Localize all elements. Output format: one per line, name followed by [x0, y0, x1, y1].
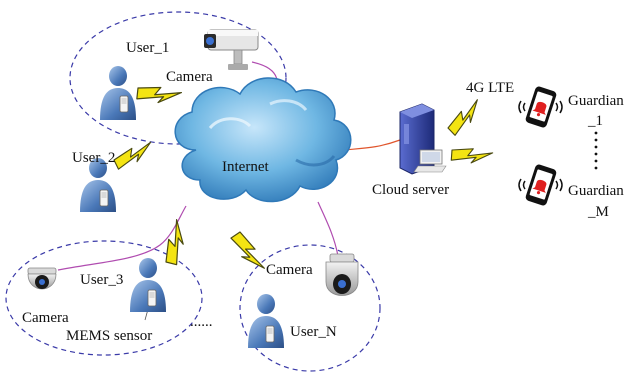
- lightning-icon-guardian1: [442, 99, 488, 138]
- user-n-label: User_N: [290, 324, 337, 340]
- server-icon: [399, 103, 447, 175]
- wire-cameran-internet: [317, 201, 339, 257]
- person-icon-user-2: [80, 158, 116, 212]
- group-user-1: [69, 11, 287, 145]
- guardian-m-label: Guardian: [568, 183, 624, 199]
- user-1-label: User_1: [126, 40, 169, 56]
- user-2-label: User_2: [72, 150, 115, 166]
- guardian-m-sub-label: _M: [587, 204, 609, 220]
- ellipsis-label: ......: [190, 314, 213, 330]
- smartphone-alert-icon-guardian-m: [518, 162, 563, 208]
- smartphone-alert-icon-guardian-1: [518, 84, 563, 130]
- wire-internet-server: [343, 139, 401, 151]
- cloud-server-label: Cloud server: [372, 182, 449, 198]
- internet-label: Internet: [222, 159, 269, 175]
- camera-3-label: Camera: [22, 310, 69, 326]
- guardian-1-label: Guardian: [568, 93, 624, 109]
- cloud-icon: [174, 77, 352, 203]
- wire-camera3-internet: [57, 205, 187, 271]
- ptz-camera-icon: [325, 253, 359, 296]
- camera-n-label: Camera: [266, 262, 313, 278]
- person-icon-user-1: [100, 66, 136, 120]
- lightning-icon-usern: [229, 227, 265, 276]
- group-user-3: [5, 240, 203, 356]
- lightning-icon-user2: [111, 141, 155, 171]
- guardian-1-sub-label: _1: [587, 113, 603, 129]
- vertical-ellipsis: [594, 131, 598, 170]
- handset-icon-user-1: [119, 95, 129, 113]
- lte-label: 4G LTE: [466, 80, 514, 96]
- lightning-icon-guardianm: [448, 138, 494, 174]
- group-user-n: [239, 244, 381, 372]
- handset-icon-user-3: [147, 289, 157, 307]
- handset-icon-user-n: [265, 325, 275, 343]
- camera-1-label: Camera: [166, 69, 213, 85]
- dome-camera-icon: [27, 267, 57, 290]
- mems-sensor-label: MEMS sensor: [66, 328, 152, 344]
- handset-icon-user-2: [99, 189, 109, 207]
- user-3-label: User_3: [80, 272, 123, 288]
- camera-icon: [204, 29, 259, 70]
